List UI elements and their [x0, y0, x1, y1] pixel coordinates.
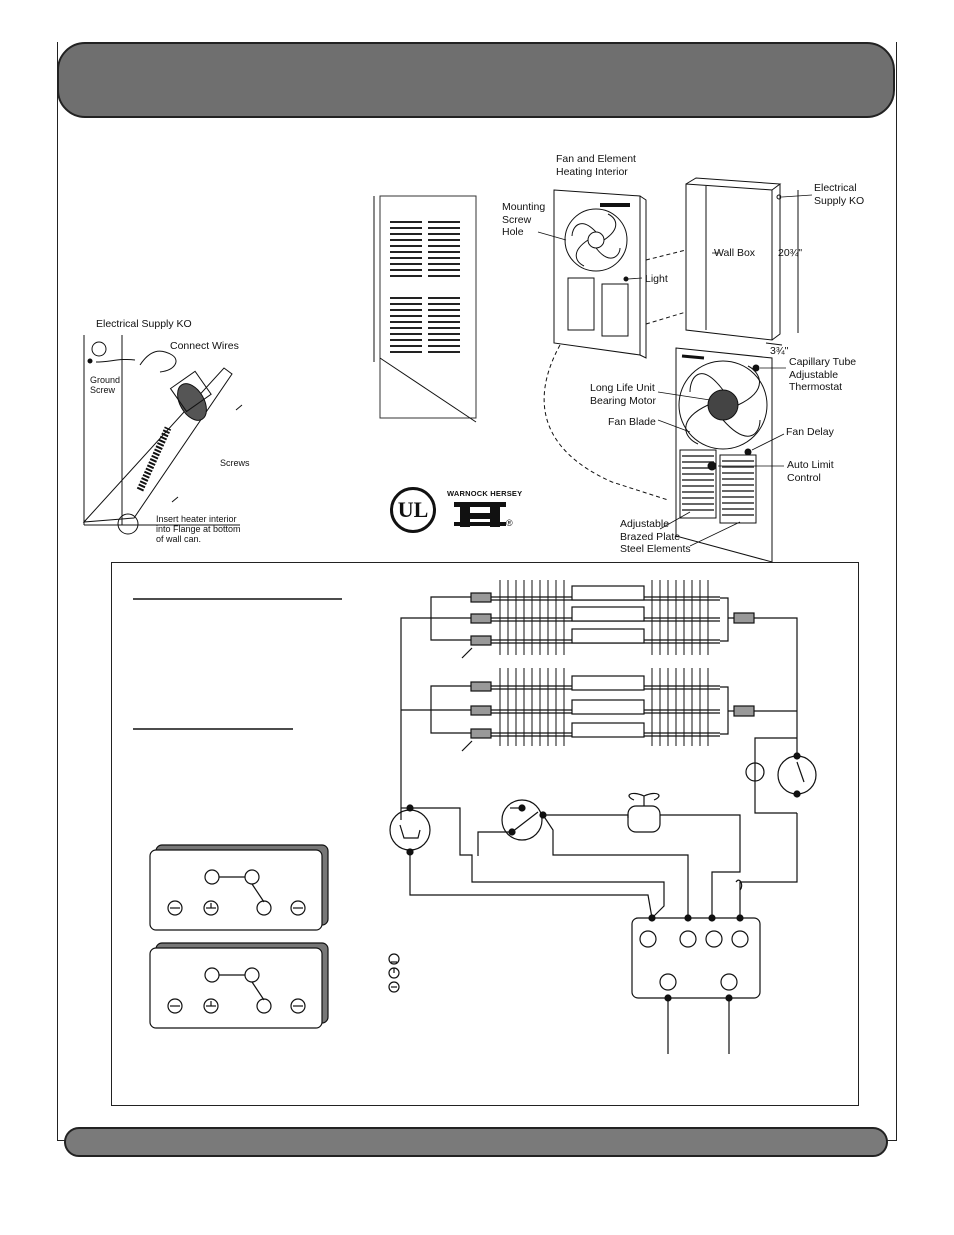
- ul-logo-icon: UL: [390, 487, 436, 533]
- label-fan-blade: Fan Blade: [608, 416, 656, 428]
- switch-card-1: [149, 849, 323, 931]
- switch-card-2: [149, 947, 323, 1029]
- label-screws: Screws: [220, 458, 250, 468]
- label-capillary-tube: Capillary Tube Adjustable Thermostat: [789, 356, 857, 393]
- header-bar: [57, 42, 895, 118]
- limit-switch-icon: [389, 809, 431, 851]
- indicator-light-icon: [745, 762, 765, 782]
- label-fan-element-interior: Fan and Element Heating Interior: [556, 153, 636, 178]
- element-bank-upper: [430, 580, 755, 659]
- thermostat-icon: [777, 755, 817, 795]
- element-bank-lower: [430, 668, 755, 752]
- footer-bar: [64, 1127, 888, 1157]
- label-long-life-motor: Long Life Unit Bearing Motor: [590, 382, 656, 407]
- label-wall-box: Wall Box: [714, 247, 756, 259]
- terminal-block: [631, 917, 761, 999]
- label-fan-delay: Fan Delay: [786, 426, 834, 438]
- wiring-diagram-box: [111, 562, 859, 1106]
- registered-mark: ®: [506, 518, 513, 528]
- label-ground-screw: Ground Screw: [90, 375, 121, 395]
- label-electrical-supply-ko-2: Electrical Supply KO: [814, 182, 865, 207]
- label-auto-limit-control: Auto Limit Control: [787, 459, 834, 484]
- relay-icon: [501, 799, 543, 841]
- installation-drawing: [82, 335, 243, 535]
- exploded-interior: [675, 347, 773, 563]
- fan-icon: [628, 792, 660, 806]
- front-grille: [373, 195, 477, 423]
- label-insert-note: Insert heater interior into Flange at bo…: [156, 514, 241, 544]
- label-light: Light: [645, 273, 668, 285]
- label-electrical-supply-ko-1: Electrical Supply KO: [96, 318, 192, 330]
- wall-box: [685, 177, 799, 346]
- fan-motor-icon: [627, 805, 661, 833]
- warnock-hersey-text: WARNOCK HERSEY: [447, 489, 523, 498]
- label-depth-dimension: 3¾": [770, 345, 789, 357]
- label-elements: Adjustable Brazed Plate Steel Elements: [620, 518, 691, 555]
- label-height-dimension: 20¾": [778, 247, 803, 259]
- label-connect-wires: Connect Wires: [170, 340, 239, 352]
- warnock-hersey-logo-icon: [454, 502, 506, 527]
- label-mounting-screw-hole: Mounting Screw Hole: [502, 201, 546, 238]
